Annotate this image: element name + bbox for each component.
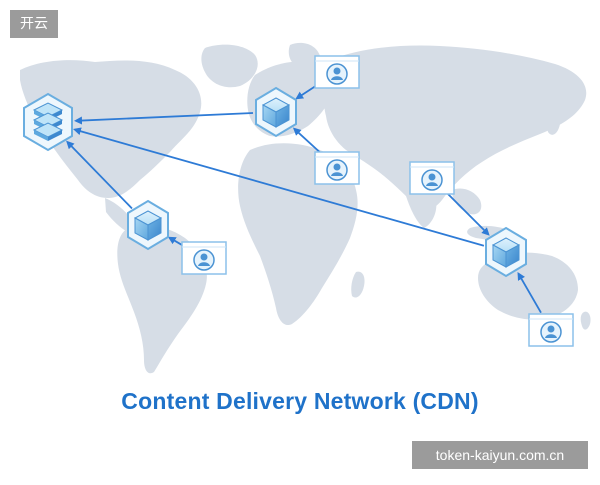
- arrow-edge-south-america-to-origin: [66, 140, 133, 210]
- user-africa: [314, 151, 360, 185]
- user-icon: [326, 63, 348, 85]
- arrow-user-africa-to-edge-europe: [292, 127, 323, 156]
- continent-scandinavia: [288, 42, 321, 71]
- cube-icon: [491, 237, 521, 268]
- continent-greenland: [201, 44, 258, 88]
- continent-japan: [546, 108, 561, 135]
- cube-icon: [133, 210, 163, 241]
- arrow-edge-australia-to-origin: [72, 127, 485, 247]
- user-north-europe: [314, 55, 360, 89]
- edge-europe: [255, 86, 297, 138]
- continent-north-america: [20, 60, 202, 198]
- diagram-title: Content Delivery Network (CDN): [121, 388, 479, 414]
- edge-south-america: [127, 199, 169, 251]
- cube-icon: [261, 97, 291, 128]
- user-south-america: [181, 241, 227, 275]
- continent-new-zealand: [580, 311, 591, 330]
- continent-southeast-asia: [452, 188, 482, 215]
- arrow-user-australia-to-edge-australia: [517, 271, 542, 314]
- continent-central-america: [105, 198, 135, 232]
- origin-server: [23, 92, 73, 152]
- user-india: [409, 161, 455, 195]
- user-icon: [326, 159, 348, 181]
- watermark-bottom-right: token-kaiyun.com.cn: [412, 441, 588, 469]
- user-australia: [528, 313, 574, 347]
- user-icon: [540, 321, 562, 343]
- arrow-user-india-to-edge-australia: [445, 191, 490, 236]
- edge-australia: [485, 226, 527, 278]
- continent-asia: [323, 45, 587, 211]
- server-stack-icon: [32, 102, 64, 141]
- user-icon: [193, 249, 215, 271]
- continent-madagascar: [351, 271, 365, 298]
- arrow-edge-europe-to-origin: [74, 112, 254, 125]
- user-icon: [421, 169, 443, 191]
- edges-layer: [66, 82, 542, 314]
- continent-africa: [238, 143, 358, 326]
- watermark-top-left: 开云: [10, 10, 58, 38]
